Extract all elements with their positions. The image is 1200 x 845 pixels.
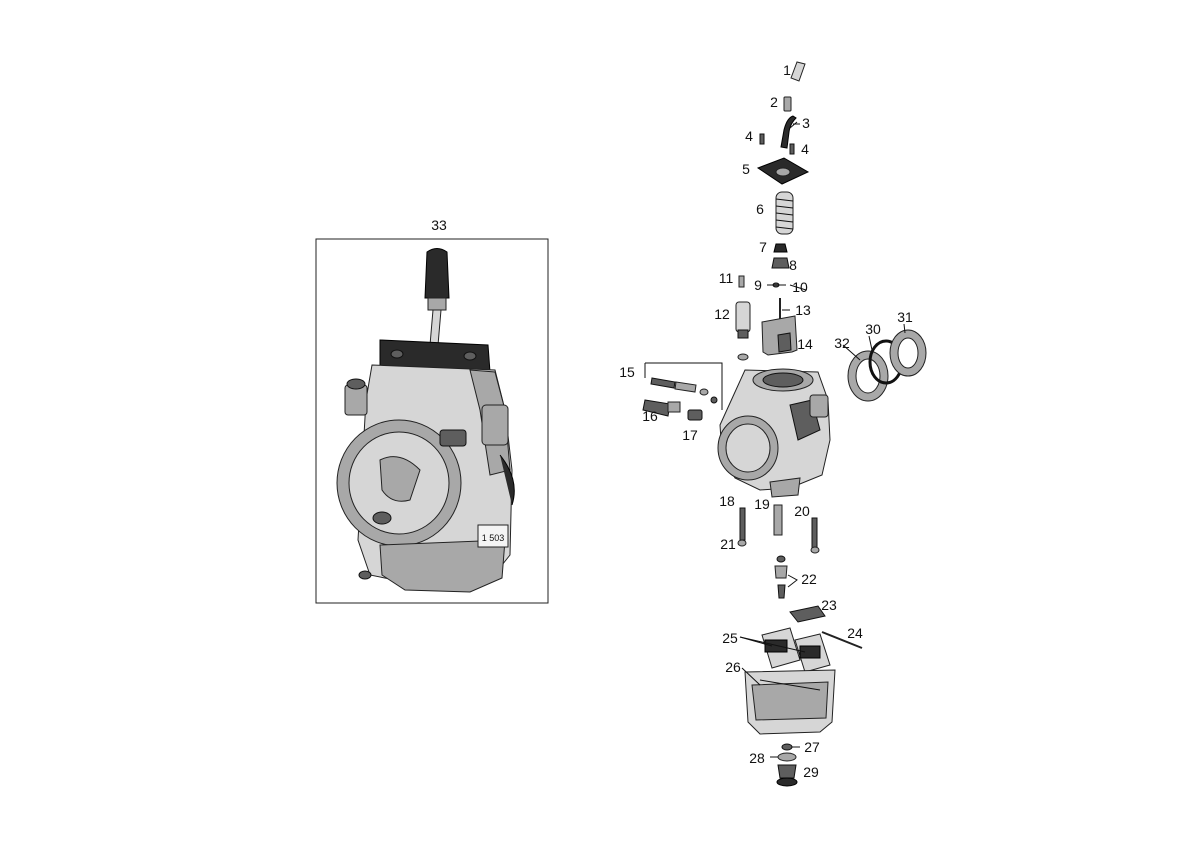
callout-24: 24 [847,625,863,641]
part-6 [775,191,794,235]
callout-10: 10 [792,279,808,295]
callout-8: 8 [789,257,797,273]
inset-id-plate [477,524,509,548]
part-5 [756,157,810,185]
callout-1: 1 [783,62,791,78]
callout-33: 33 [431,217,447,233]
callout-7: 7 [759,239,767,255]
callout-21: 21 [720,536,736,552]
leader-lines [739,121,906,758]
part-3 [780,115,800,149]
part-19 [773,504,783,536]
part-22 [774,555,798,599]
assembled-carburetor-image: 1 503 [336,248,515,593]
part-20 [810,517,820,554]
part-18-21 [737,507,747,547]
callout-9: 9 [754,277,762,293]
callout-4a: 4 [745,128,753,144]
callout-22: 22 [801,571,817,587]
callout-2: 2 [770,94,778,110]
inset-id-plate-text: 1 503 [482,533,505,543]
part-27-29 [776,743,798,787]
callout-25: 25 [722,630,738,646]
part-14 [761,315,798,356]
part-16 [642,399,681,417]
part-11 [738,275,745,288]
callout-14: 14 [797,336,813,352]
callout-19: 19 [754,496,770,512]
callout-15: 15 [619,364,635,380]
callout-28: 28 [749,750,765,766]
assembled-carburetor-inset: 33 [315,217,549,604]
part-30-31-32 [847,329,927,402]
callout-18: 18 [719,493,735,509]
part-15-bracket [644,362,723,410]
part-7 [773,243,788,253]
part-8 [771,257,790,269]
part-2 [783,96,792,112]
part-23-24 [789,605,863,649]
callout-6: 6 [756,201,764,217]
callout-20: 20 [794,503,810,519]
exploded-view: 1 2 3 4 4 5 6 7 8 9 10 11 12 13 14 15 16… [619,61,927,787]
callout-26: 26 [725,659,741,675]
part-9-10 [767,282,786,288]
callout-32: 32 [834,335,850,351]
callout-3: 3 [802,115,810,131]
callout-23: 23 [821,597,837,613]
part-4 [759,133,795,155]
callout-16: 16 [642,408,658,424]
callout-17: 17 [682,427,698,443]
callout-5: 5 [742,161,750,177]
part-25-26 [744,627,836,735]
callout-11: 11 [719,270,734,286]
callout-13: 13 [795,302,811,318]
part-12 [735,301,751,361]
callout-12: 12 [714,306,730,322]
callout-29: 29 [803,764,819,780]
callout-30: 30 [865,321,881,337]
callout-labels: 1 2 3 4 4 5 6 7 8 9 10 11 12 13 14 15 16… [619,62,913,780]
part-17 [687,409,703,421]
carburetor-body [717,368,831,498]
part-1 [790,61,806,82]
callout-31: 31 [897,309,913,325]
callout-4b: 4 [801,141,809,157]
callout-27: 27 [804,739,820,755]
